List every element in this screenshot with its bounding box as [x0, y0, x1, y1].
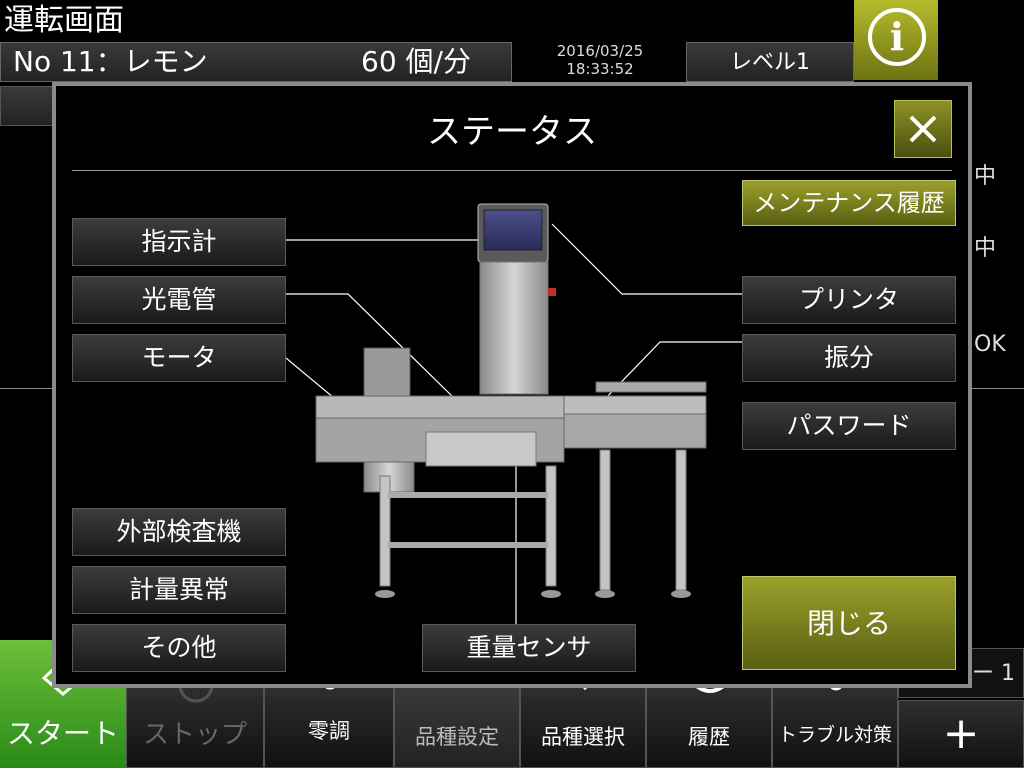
indicator-button[interactable]: 指示計: [72, 218, 286, 266]
checkweigher-machine-image: [315, 203, 707, 598]
start-label: スタート: [6, 717, 119, 750]
weighing-error-button[interactable]: 計量異常: [72, 566, 286, 614]
stop-button[interactable]: ストップ: [126, 679, 264, 768]
background-divider: [972, 388, 1024, 389]
zero-adjust-button[interactable]: 零調: [264, 679, 394, 768]
weight-sensor-button[interactable]: 重量センサ: [422, 624, 636, 672]
info-button[interactable]: i: [854, 0, 938, 80]
time-label: 18:33:52: [566, 60, 634, 78]
side-status-3: OK: [974, 332, 1006, 357]
product-rate: 60 個/分: [361, 45, 471, 78]
photoelectric-sensor-button[interactable]: 光電管: [72, 276, 286, 324]
product-name: No 11：レモン: [13, 45, 208, 78]
product-select-button[interactable]: 品種選択: [520, 680, 646, 768]
other-button[interactable]: その他: [72, 624, 286, 672]
close-x-icon: [909, 115, 937, 143]
datetime: 2016/03/25 18:33:52: [520, 42, 680, 78]
password-button[interactable]: パスワード: [742, 402, 956, 450]
status-dialog: ステータス メンテナンス履歴: [52, 82, 972, 688]
troubleshooting-label: トラブル対策: [777, 724, 892, 746]
product-settings-button[interactable]: 品種設定: [394, 679, 520, 768]
info-icon: i: [868, 8, 926, 66]
background-button[interactable]: [0, 86, 54, 126]
close-dialog-button[interactable]: 閉じる: [742, 576, 956, 670]
external-inspection-button[interactable]: 外部検査機: [72, 508, 286, 556]
plus-icon: +: [942, 708, 980, 759]
plus-button[interactable]: +: [898, 700, 1024, 768]
dialog-title: ステータス: [427, 112, 597, 152]
date-label: 2016/03/25: [556, 42, 644, 60]
leader-line-photoelectric: [286, 293, 455, 399]
close-button[interactable]: [894, 100, 952, 158]
background-divider: [0, 388, 52, 389]
maintenance-history-button[interactable]: メンテナンス履歴: [742, 180, 956, 226]
motor-button[interactable]: モータ: [72, 334, 286, 382]
side-status-1: 中: [974, 164, 997, 189]
history-label: 履歴: [688, 725, 730, 749]
side-status-2: 中: [974, 236, 997, 261]
product-bar: No 11：レモン 60 個/分: [0, 42, 512, 82]
leader-line-printer: [551, 223, 742, 295]
level-button[interactable]: レベル1: [686, 42, 854, 82]
printer-button[interactable]: プリンタ: [742, 276, 956, 324]
product-settings-label: 品種設定: [415, 725, 499, 749]
troubleshooting-button[interactable]: トラブル対策: [772, 679, 898, 768]
zero-adjust-label: 零調: [308, 719, 350, 743]
screen-title: 運転画面: [4, 3, 124, 38]
leader-lines: [285, 223, 742, 626]
sorter-button[interactable]: 振分: [742, 334, 956, 382]
leader-line-motor: [285, 357, 335, 399]
dialog-divider: [72, 170, 952, 171]
stop-label: ストップ: [142, 720, 247, 750]
product-select-label: 品種選択: [541, 725, 625, 749]
history-button[interactable]: 履歴: [646, 679, 772, 768]
